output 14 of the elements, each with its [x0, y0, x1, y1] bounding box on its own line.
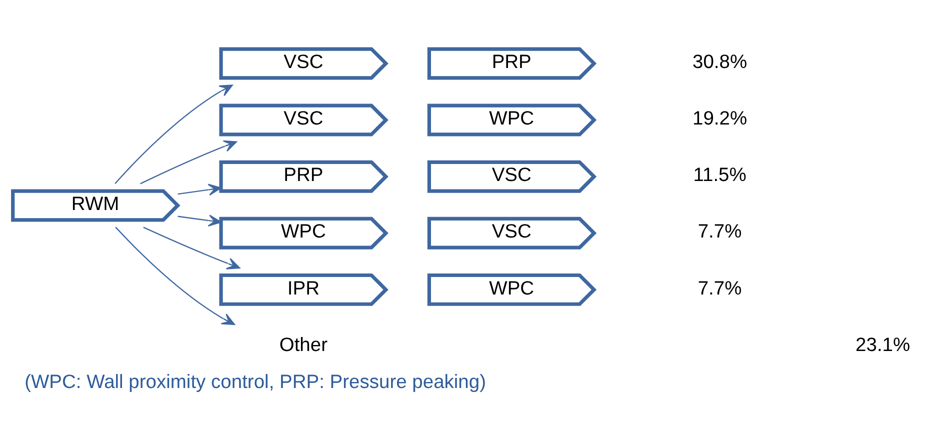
arrow	[140, 140, 238, 184]
arrow	[114, 84, 233, 184]
node-text: Other	[279, 334, 328, 356]
label: 23.1%	[856, 334, 910, 356]
arrow	[143, 226, 240, 269]
caption: (WPC: Wall proximity control, PRP: Pressure peaking)	[24, 372, 486, 393]
arrow	[115, 226, 235, 325]
arrow	[178, 183, 222, 196]
label: 7.7%	[698, 221, 742, 242]
label: 19.2%	[692, 108, 748, 130]
label: 7.7%	[698, 278, 742, 299]
label: 30.8%	[692, 52, 748, 73]
arrow	[178, 214, 222, 226]
label: 11.5%	[693, 164, 746, 186]
